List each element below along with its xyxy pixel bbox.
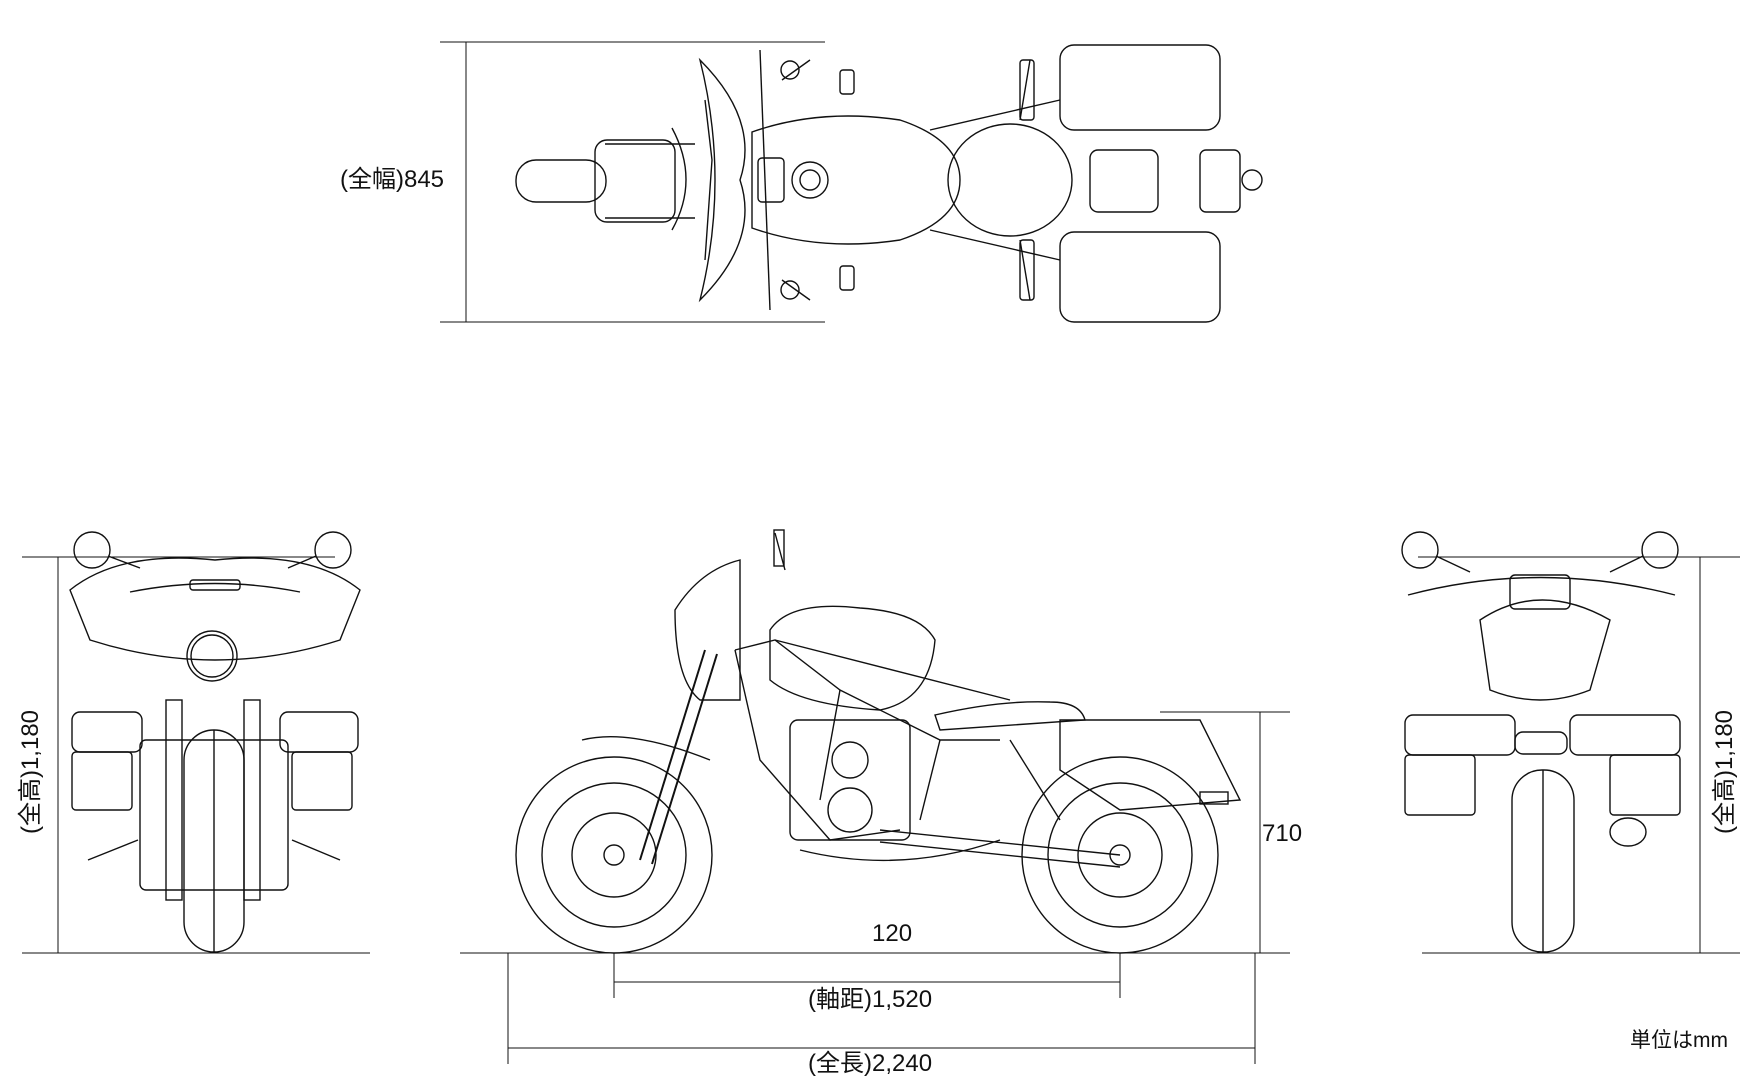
front-view [22, 531, 370, 954]
overall-length-label: (全長)2,240 [808, 1050, 933, 1077]
side-view [460, 529, 1290, 1064]
rear-view [1401, 531, 1740, 954]
overall-height-front-label: (全高)1,180 [17, 709, 44, 835]
seat-height-label: 710 [1262, 820, 1303, 847]
overall-width-label: (全幅)845 [340, 166, 445, 193]
wheelbase-label: (軸距)1,520 [808, 986, 933, 1013]
unit-note: 単位はmm [1630, 1029, 1728, 1052]
overall-height-rear-label: (全高)1,180 [1711, 709, 1738, 835]
top-view [440, 41, 1263, 323]
ground-clearance-label: 120 [872, 920, 913, 947]
